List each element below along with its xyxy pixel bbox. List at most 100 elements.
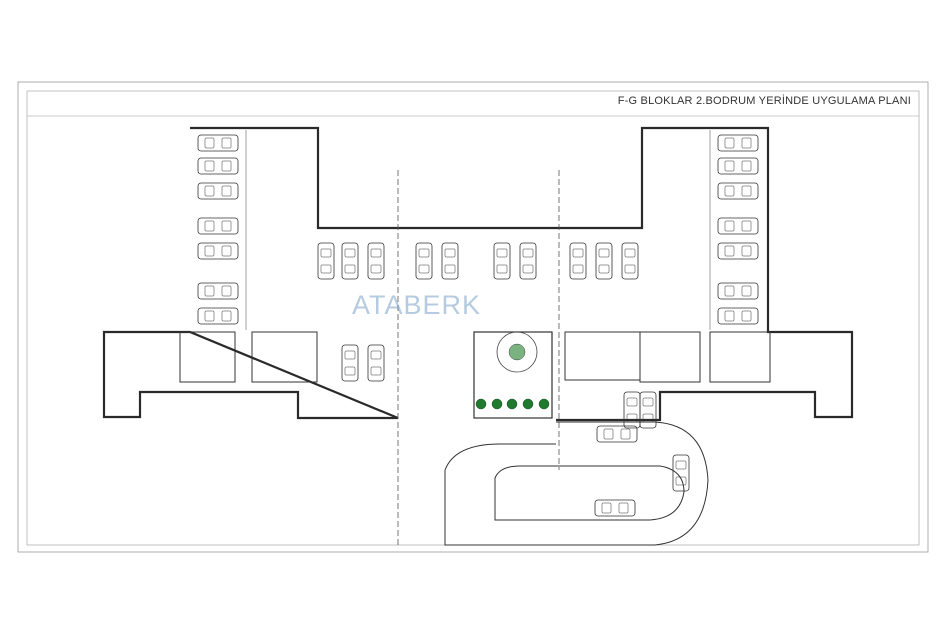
tree-symbol	[538, 398, 550, 410]
parked-car-window	[418, 264, 430, 274]
parked-car-window	[204, 185, 215, 197]
building-outline	[102, 126, 854, 422]
road-car-window	[620, 428, 631, 440]
parked-car-window	[204, 137, 215, 149]
parked-car-window	[642, 397, 654, 407]
parked-car	[717, 307, 759, 325]
road-car-window	[601, 502, 612, 514]
parked-car	[569, 242, 587, 280]
parked-car-window	[496, 248, 508, 258]
road-car-window	[603, 428, 614, 440]
parked-car	[367, 242, 385, 280]
road-car-window	[618, 502, 629, 514]
parked-car-window	[344, 366, 356, 376]
parked-car-window	[724, 160, 735, 172]
parked-car	[717, 134, 759, 152]
parked-car-window	[221, 245, 232, 257]
parked-car	[197, 134, 239, 152]
tree-symbol	[475, 398, 487, 410]
parked-car-window	[444, 264, 456, 274]
parked-car-window	[496, 264, 508, 274]
parked-car-window	[522, 248, 534, 258]
parked-car-window	[741, 220, 752, 232]
parked-car	[717, 157, 759, 175]
parked-car-window	[642, 413, 654, 423]
parked-car-window	[572, 264, 584, 274]
parked-car	[621, 242, 639, 280]
stair-core-left-2	[251, 331, 318, 383]
parked-car	[623, 391, 641, 429]
parked-car	[639, 391, 657, 429]
watermark-logo: ATABERK	[352, 290, 482, 320]
sheet-border-outer	[17, 81, 929, 553]
parked-car-window	[624, 248, 636, 258]
tree-symbol	[506, 398, 518, 410]
parked-car-window	[741, 245, 752, 257]
parked-car-window	[572, 248, 584, 258]
tree-symbol	[491, 398, 503, 410]
parked-car	[595, 242, 613, 280]
parked-car-window	[418, 248, 430, 258]
spiral-ramp-center	[508, 343, 526, 361]
stair-core-right-1	[639, 331, 701, 383]
parked-car-window	[320, 248, 332, 258]
parked-car-window	[221, 185, 232, 197]
parked-car	[197, 182, 239, 200]
road-car-window	[675, 460, 687, 470]
parked-car-window	[344, 350, 356, 360]
parked-car-window	[522, 264, 534, 274]
parked-car-window	[370, 350, 382, 360]
parked-car-window	[598, 264, 610, 274]
tree-symbol	[522, 398, 534, 410]
parked-car-window	[221, 137, 232, 149]
parked-car	[197, 157, 239, 175]
parked-car-window	[724, 285, 735, 297]
road-car-window	[675, 476, 687, 486]
parked-car-window	[221, 310, 232, 322]
parked-car-window	[204, 160, 215, 172]
parked-car-window	[204, 285, 215, 297]
parked-car-window	[344, 248, 356, 258]
parked-car-window	[204, 220, 215, 232]
parked-car-window	[221, 285, 232, 297]
spiral-ramp	[496, 331, 538, 373]
parked-car-window	[626, 397, 638, 407]
road-car	[594, 499, 636, 517]
parked-car-window	[221, 220, 232, 232]
parked-car-window	[204, 245, 215, 257]
stair-core-left-1	[179, 331, 236, 383]
parked-car-window	[724, 220, 735, 232]
parked-car-window	[204, 310, 215, 322]
stair-core-right-2	[709, 331, 771, 383]
parked-car	[197, 242, 239, 260]
parked-car-window	[724, 185, 735, 197]
parked-car	[317, 242, 335, 280]
drawing-title: F-G BLOKLAR 2.BODRUM YERİNDE UYGULAMA PL…	[617, 95, 911, 107]
service-rooms	[564, 331, 641, 381]
parked-car	[367, 344, 385, 382]
parked-car	[415, 242, 433, 280]
parked-car-window	[741, 160, 752, 172]
parked-car-window	[444, 248, 456, 258]
parked-car	[519, 242, 537, 280]
parked-car	[493, 242, 511, 280]
parked-car-window	[370, 264, 382, 274]
parked-car	[717, 242, 759, 260]
parked-car-window	[626, 413, 638, 423]
access-road	[444, 421, 709, 546]
parked-car-window	[724, 310, 735, 322]
parked-car-window	[741, 185, 752, 197]
parked-car	[717, 182, 759, 200]
parked-car-window	[370, 248, 382, 258]
parked-car-window	[320, 264, 332, 274]
parked-car-window	[724, 137, 735, 149]
parked-car	[341, 242, 359, 280]
parked-car-window	[624, 264, 636, 274]
parked-car-window	[724, 245, 735, 257]
parked-car-window	[370, 366, 382, 376]
parked-car	[717, 217, 759, 235]
road-car	[672, 454, 690, 492]
parked-car	[341, 344, 359, 382]
parked-car-window	[598, 248, 610, 258]
